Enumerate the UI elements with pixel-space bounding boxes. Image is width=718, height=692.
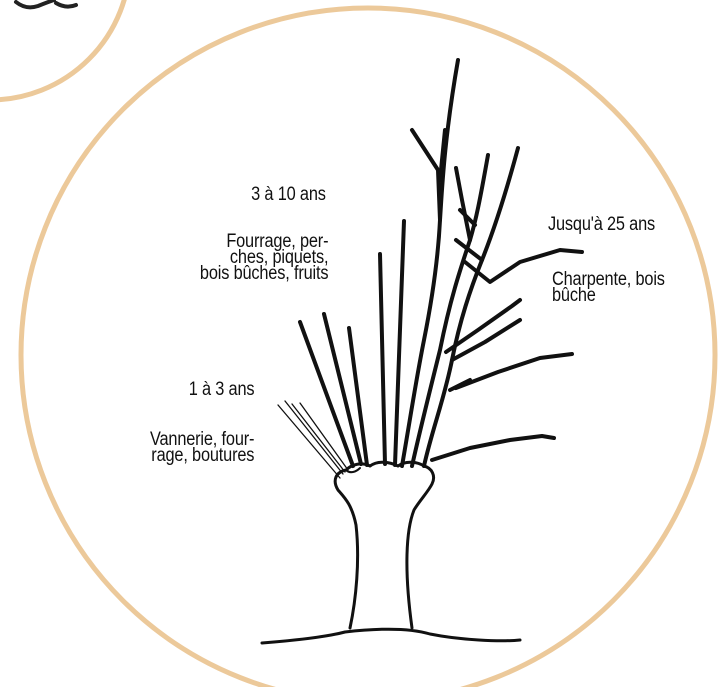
old-age-label: Jusqu'à 25 ans <box>548 215 655 235</box>
old-age-text: Jusqu'à 25 ans <box>548 215 655 235</box>
decorative-swirl-icon <box>16 0 54 7</box>
corner-circle-outline <box>0 0 130 100</box>
young-shoots <box>278 401 348 478</box>
old-branch-right-low <box>456 354 572 388</box>
ground-line <box>262 629 520 643</box>
decorative-swirl-icon-tail <box>56 3 76 7</box>
old-branch-main <box>402 60 458 466</box>
main-circle-outline <box>21 8 715 687</box>
old-branch-second <box>412 155 488 466</box>
old-branch-right-bottom <box>432 436 554 460</box>
young-uses-line: rage, boutures <box>150 448 254 464</box>
young-uses-label: Vannerie, four- rage, boutures <box>150 432 254 464</box>
trunk-outline <box>335 462 433 628</box>
mid-branch <box>395 221 404 465</box>
corner-logo-circle <box>0 0 130 100</box>
mid-uses-line: bois bûches, fruits <box>200 266 328 282</box>
young-age-text: 1 à 3 ans <box>188 380 254 400</box>
old-uses-label: Charpente, bois bûche <box>552 272 665 304</box>
old-branches <box>402 60 582 466</box>
old-uses-line: bûche <box>552 288 665 304</box>
mid-age-label: 3 à 10 ans <box>251 185 326 205</box>
pollard-tree-illustration <box>262 60 582 643</box>
young-age-label: 1 à 3 ans <box>188 380 254 400</box>
mid-age-text: 3 à 10 ans <box>251 185 326 205</box>
old-branch-side <box>412 130 440 220</box>
young-shoot <box>292 404 345 472</box>
mid-uses-label: Fourrage, per- ches, piquets, bois bûche… <box>200 234 328 282</box>
mid-branch <box>380 254 385 464</box>
old-branch-side <box>456 168 470 240</box>
